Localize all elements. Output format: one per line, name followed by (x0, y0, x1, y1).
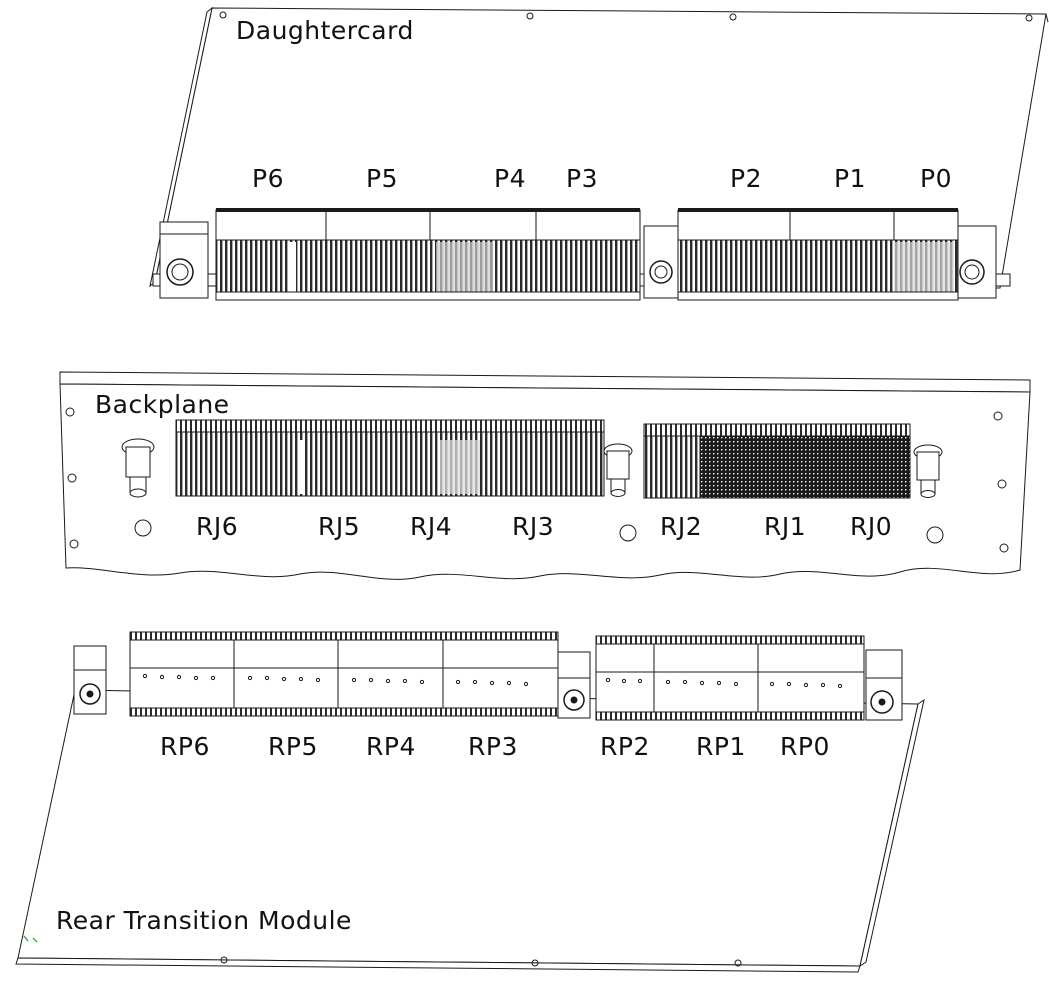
connector-label-rp6: RP6 (160, 732, 210, 761)
backplane-connector-group-right (643, 423, 911, 499)
backplane-guide-pins (121, 438, 943, 498)
connector-label-rp3: RP3 (468, 732, 518, 761)
connector-label-rj1: RJ1 (764, 512, 807, 541)
connector-label-rj2: RJ2 (660, 512, 703, 541)
daughtercard-connector-group-right (677, 208, 959, 301)
daughtercard-connector-group-left (215, 208, 641, 301)
connector-label-rp1: RP1 (696, 732, 746, 761)
rtm-connector-group-right (595, 635, 865, 721)
connector-label-p4: P4 (494, 164, 526, 193)
connector-label-rj5: RJ5 (318, 512, 361, 541)
rtm-title: Rear Transition Module (56, 906, 352, 935)
connector-label-rj6: RJ6 (196, 512, 239, 541)
backplane-title: Backplane (95, 390, 230, 419)
connector-label-rp2: RP2 (600, 732, 650, 761)
connector-label-p6: P6 (252, 164, 284, 193)
connector-label-rp4: RP4 (366, 732, 416, 761)
rtm-connector-group-left (129, 631, 559, 717)
connector-label-p5: P5 (366, 164, 398, 193)
connector-label-p0: P0 (920, 164, 952, 193)
connector-label-p1: P1 (834, 164, 866, 193)
rtm-board (15, 689, 925, 973)
connector-label-p3: P3 (566, 164, 598, 193)
connector-label-rp5: RP5 (268, 732, 318, 761)
connector-label-rp0: RP0 (780, 732, 830, 761)
daughtercard-title: Daughtercard (236, 16, 414, 45)
daughtercard-guide-blocks (159, 221, 997, 299)
connector-label-rj4: RJ4 (410, 512, 453, 541)
connector-label-rj3: RJ3 (512, 512, 555, 541)
rtm-guide-blocks (73, 645, 903, 721)
backplane-connector-group-left (175, 419, 605, 497)
connector-label-rj0: RJ0 (850, 512, 893, 541)
connector-label-p2: P2 (730, 164, 762, 193)
